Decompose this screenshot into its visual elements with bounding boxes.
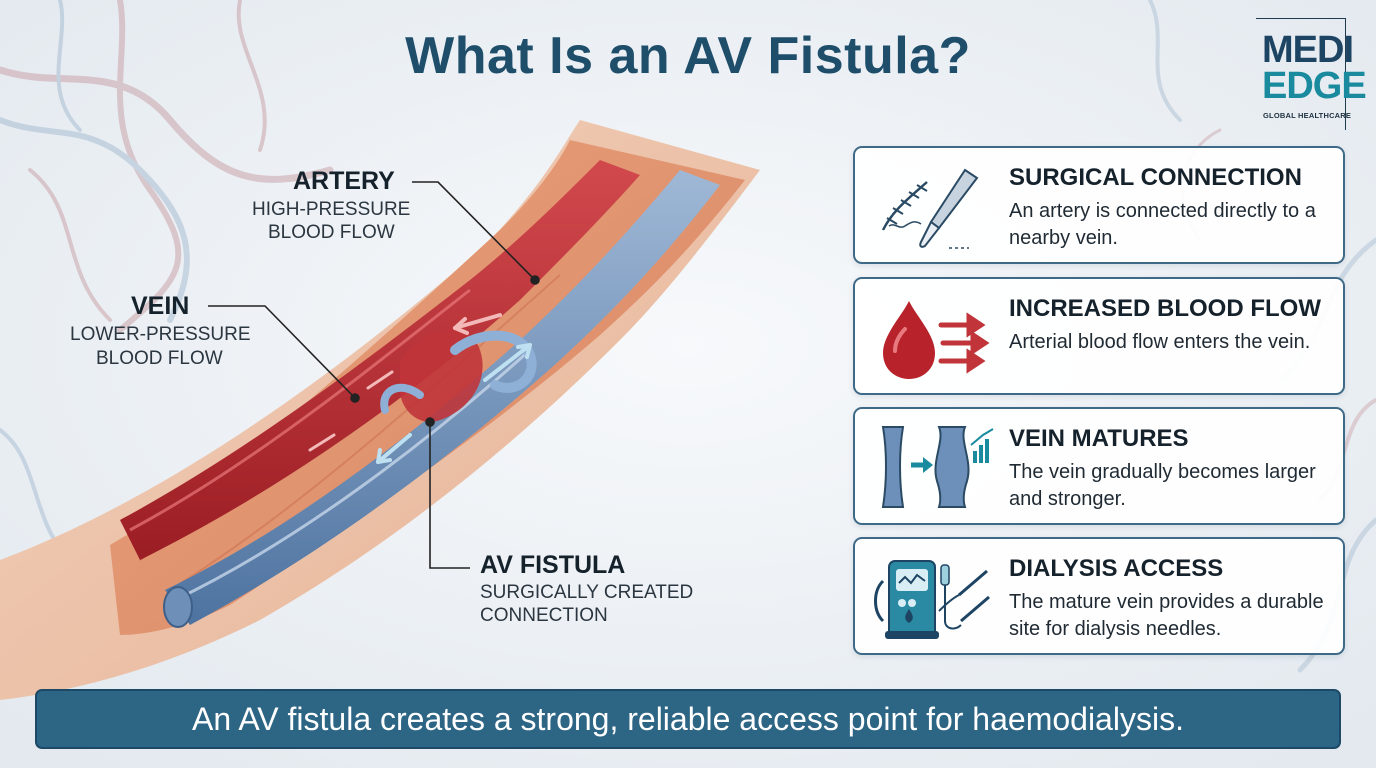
artery-label-sub-line1: HIGH-PRESSURE [252, 199, 411, 220]
fistula-label-sub-line1: SURGICALLY CREATED [480, 582, 694, 603]
card-title: INCREASED BLOOD FLOW [1009, 295, 1321, 322]
vein-label-sub-line2: BLOOD FLOW [96, 348, 223, 369]
card-title: SURGICAL CONNECTION [1009, 164, 1302, 191]
vein-label-sub-line1: LOWER-PRESSURE [70, 324, 251, 345]
artery-vessel [120, 160, 640, 560]
card-dialysis-access: DIALYSIS ACCESS The mature vein provides… [853, 537, 1345, 655]
logo-line2: EDGE [1262, 65, 1367, 107]
vein-vessel [163, 170, 720, 628]
card-vein-matures: VEIN MATURES The vein gradually becomes … [853, 407, 1345, 525]
artery-label-sub-line2: BLOOD FLOW [268, 222, 395, 243]
blood-drop-flow-icon [883, 301, 990, 379]
card-text: The mature vein provides a durable site … [1009, 591, 1324, 640]
card-title: VEIN MATURES [1009, 425, 1189, 452]
vein-label-title: VEIN [131, 292, 190, 320]
card-text: Arterial blood flow enters the vein. [1009, 331, 1311, 353]
page-title: What Is an AV Fistula? [405, 27, 971, 85]
brand-logo: MEDI EDGE GLOBAL HEALTHCARE [1256, 18, 1367, 130]
card-increased-blood-flow: INCREASED BLOOD FLOW Arterial blood flow… [853, 277, 1345, 395]
logo-tagline: GLOBAL HEALTHCARE [1263, 111, 1352, 120]
scalpel-suture-icon [881, 168, 979, 249]
card-title: DIALYSIS ACCESS [1009, 555, 1224, 582]
footer-banner: An AV fistula creates a strong, reliable… [35, 689, 1341, 749]
logo-line1: MEDI [1262, 29, 1354, 71]
artery-label-title: ARTERY [293, 167, 395, 195]
fistula-label-title: AV FISTULA [480, 551, 626, 579]
card-text: The vein gradually becomes larger and st… [1009, 461, 1316, 510]
vein-growth-icon [881, 426, 994, 508]
fistula-label-sub-line2: CONNECTION [480, 605, 608, 626]
leader-lines [208, 181, 540, 569]
dialysis-machine-icon [874, 560, 990, 639]
card-surgical-connection: SURGICAL CONNECTION An artery is connect… [853, 146, 1345, 264]
fistula-junction [380, 328, 537, 422]
card-text: An artery is connected directly to a nea… [1009, 200, 1316, 249]
flow-arrows [308, 313, 532, 464]
